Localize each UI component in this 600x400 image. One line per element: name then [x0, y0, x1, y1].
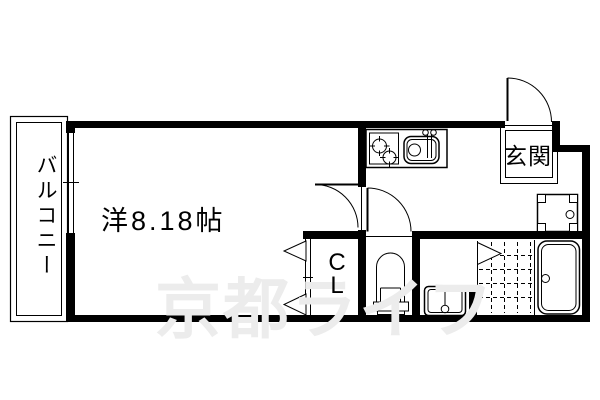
balcony-window: [63, 133, 79, 233]
bathroom-folding-door: [477, 241, 503, 266]
balcony-label: バルコニー: [34, 154, 57, 279]
entrance-door-swing: [506, 77, 552, 123]
closet-label: C L: [320, 249, 354, 299]
wall-bath-stub: [469, 288, 477, 322]
stove-icon: [369, 132, 399, 167]
wall-bottom: [66, 315, 590, 322]
bathtub-icon: [537, 240, 581, 315]
balcony-outline: [9, 115, 69, 323]
closet-label-line1: C: [328, 249, 346, 276]
wall-toilet-left: [358, 230, 366, 322]
main-room-label: 洋8.18帖: [101, 206, 226, 236]
wall-window-cap: [66, 121, 75, 133]
bathroom-floor-grid: [477, 240, 535, 315]
washer-pan-icon: [423, 285, 467, 317]
wall-top: [66, 121, 505, 128]
closet-folding-door: [282, 239, 313, 316]
wall-toilet-right: [412, 239, 420, 322]
wall-mid-right: [412, 231, 590, 239]
entrance-label: 玄関: [504, 143, 552, 169]
washbasin-icon: [536, 193, 579, 233]
closet-label-line2: L: [330, 272, 344, 299]
wall-top-jog: [552, 145, 590, 152]
wall-left-lower: [66, 233, 75, 322]
toilet-door-swing: [366, 187, 412, 237]
wall-mid-left: [303, 231, 366, 239]
entrance-step: [500, 125, 558, 184]
toilet-icon: [373, 252, 409, 315]
main-room-door-swing: [314, 183, 362, 230]
sink-icon: [403, 129, 440, 165]
wall-entrance-right: [552, 121, 560, 152]
watermark: 京都ライフ: [155, 272, 495, 346]
wall-divider-upper: [358, 121, 366, 187]
